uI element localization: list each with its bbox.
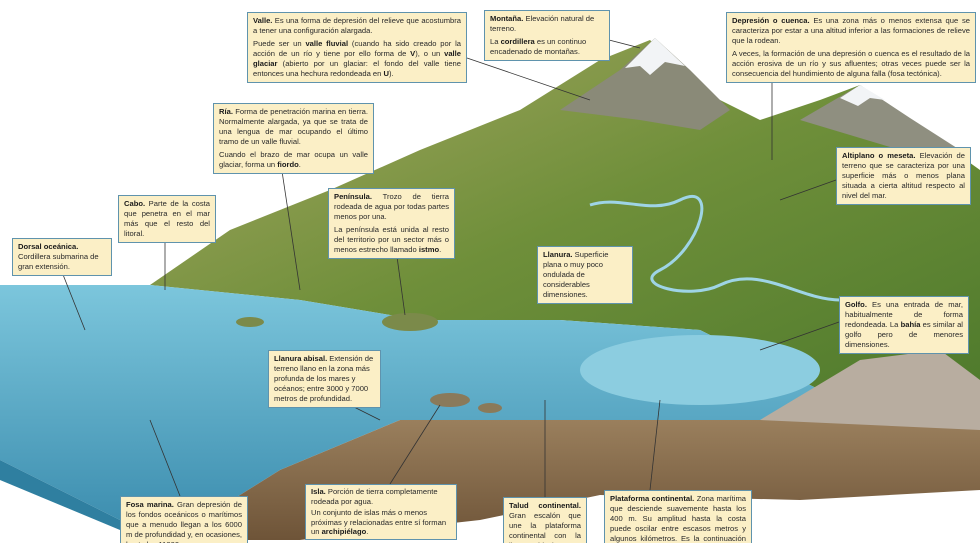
- callout-valle: Valle. Es una forma de depresión del rel…: [247, 12, 467, 83]
- mountain-right-snow: [840, 85, 885, 106]
- callout-llanura: Llanura. Superficie plana o muy poco ond…: [537, 246, 633, 304]
- callout-depresion: Depresión o cuenca. Es una zona más o me…: [726, 12, 976, 83]
- island: [478, 403, 502, 413]
- callout-isla: Isla. Porción de tierra completamente ro…: [305, 484, 457, 540]
- sea-surface: [0, 285, 820, 520]
- land-mass: [150, 40, 980, 400]
- mountain-right: [800, 85, 960, 150]
- mountain-snow: [625, 38, 685, 75]
- callout-llanura-abisal: Llanura abisal. Extensión de terreno lla…: [268, 350, 381, 408]
- sea-front-face: [0, 460, 120, 530]
- river: [589, 195, 841, 302]
- callout-dorsal: Dorsal oceánica. Cordillera submarina de…: [12, 238, 112, 276]
- island: [382, 313, 438, 331]
- island: [236, 317, 264, 327]
- archipielago-term: archipiélago: [321, 527, 367, 536]
- rock-right: [760, 350, 980, 430]
- callout-ria: Ría. Forma de penetración marina en tier…: [213, 103, 374, 174]
- callout-golfo: Golfo. Es una entrada de mar, habitualme…: [839, 296, 969, 354]
- callout-fosa-marina: Fosa marina. Gran depresión de los fondo…: [120, 496, 248, 543]
- callout-plataforma: Plataforma continental. Zona marítima qu…: [604, 490, 752, 543]
- callout-talud: Talud continental. Gran escalón que une …: [503, 497, 587, 543]
- callout-altiplano: Altiplano o meseta. Elevación de terreno…: [836, 147, 971, 205]
- callout-montana: Montaña. Elevación natural de terreno. L…: [484, 10, 610, 61]
- island: [430, 393, 470, 407]
- mountain-main: [560, 38, 730, 130]
- gulf: [580, 335, 820, 405]
- callout-cabo: Cabo. Parte de la costa que penetra en e…: [118, 195, 216, 243]
- callout-peninsula: Península. Trozo de tierra rodeada de ag…: [328, 188, 455, 259]
